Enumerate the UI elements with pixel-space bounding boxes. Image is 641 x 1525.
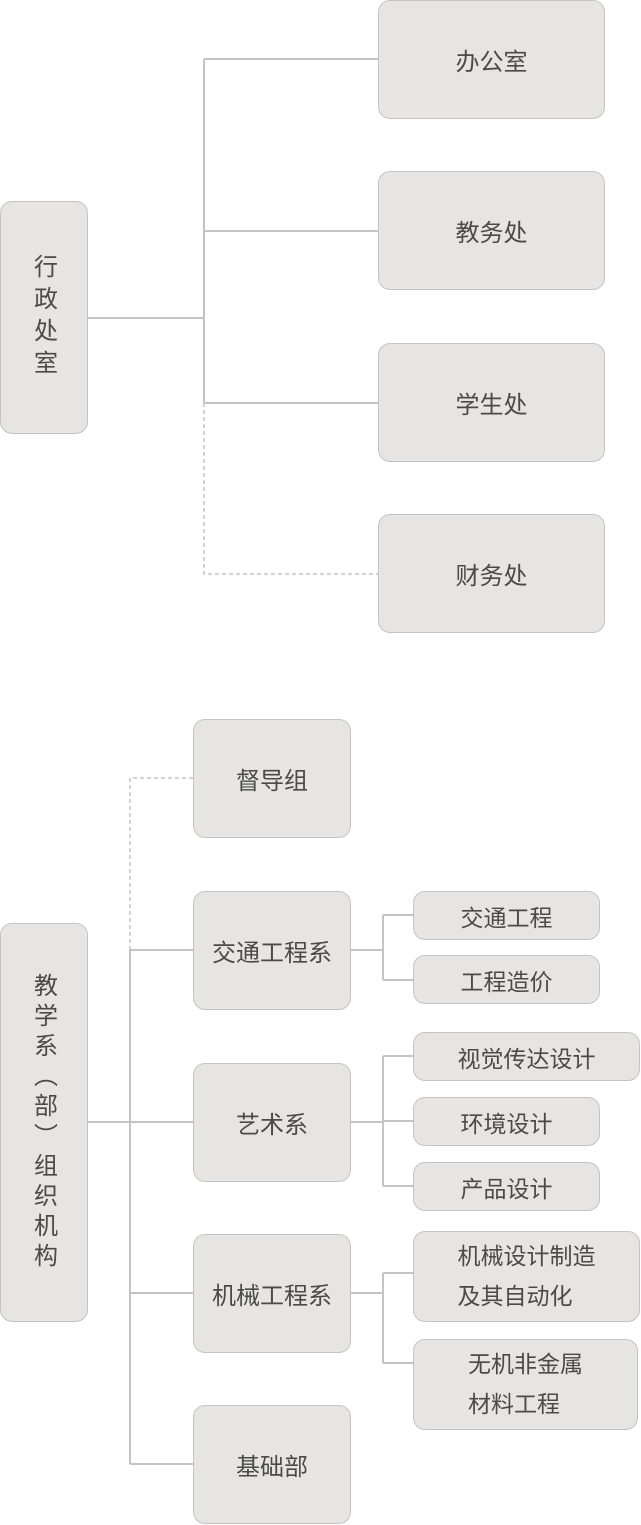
teaching-departments-root: 教学系（部）组织机构 [0,923,88,1322]
student-affairs-node: 学生处 [378,343,605,462]
department-node: 机械工程系 [193,1234,351,1353]
department-node: 基础部 [193,1405,351,1524]
major-node: 环境设计 [413,1097,600,1146]
major-node: 机械设计制造 及其自动化 [413,1231,640,1322]
office-node: 办公室 [378,0,605,119]
major-node: 视觉传达设计 [413,1032,640,1081]
major-node: 无机非金属 材料工程 [413,1339,638,1430]
department-node: 交通工程系 [193,891,351,1010]
academic-affairs-node: 教务处 [378,171,605,290]
finance-node: 财务处 [378,514,605,633]
major-node: 交通工程 [413,891,600,940]
supervision-node: 督导组 [193,719,351,838]
major-node: 工程造价 [413,955,600,1004]
department-node: 艺术系 [193,1063,351,1182]
major-node: 产品设计 [413,1162,600,1211]
admin-offices-root: 行政处室 [0,201,88,434]
